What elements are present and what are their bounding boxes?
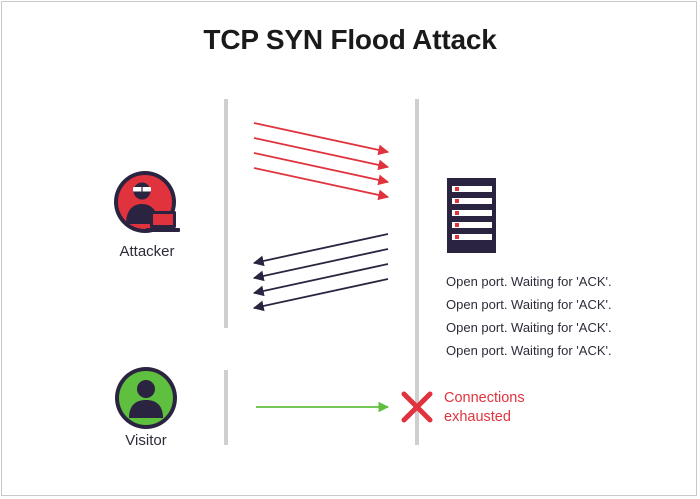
- status-line: Open port. Waiting for 'ACK'.: [446, 297, 612, 312]
- visitor-icon: [115, 367, 177, 429]
- visitor-label: Visitor: [125, 432, 167, 449]
- synack-arrow: [252, 248, 389, 282]
- synack-arrow: [252, 233, 389, 267]
- exhausted-line-2: exhausted: [444, 409, 511, 425]
- synack-arrow: [252, 278, 389, 312]
- syn-arrow: [253, 137, 390, 171]
- fail-x-icon: [401, 391, 433, 423]
- synack-arrow: [252, 263, 389, 297]
- attacker-label: Attacker: [119, 243, 175, 260]
- status-line: Open port. Waiting for 'ACK'.: [446, 274, 612, 289]
- exhausted-line-1: Connections: [444, 390, 525, 406]
- connections-exhausted-text: Connections exhausted: [444, 389, 525, 427]
- syn-arrow: [253, 167, 390, 201]
- server-icon: [447, 178, 496, 253]
- syn-arrow: [253, 152, 390, 186]
- status-line: Open port. Waiting for 'ACK'.: [446, 343, 612, 358]
- status-line: Open port. Waiting for 'ACK'.: [446, 320, 612, 335]
- diagram-title: TCP SYN Flood Attack: [203, 24, 497, 55]
- syn-arrow: [253, 122, 390, 156]
- attacker-icon: [114, 171, 180, 233]
- synack-arrows: [252, 233, 389, 312]
- syn-arrows: [253, 122, 390, 201]
